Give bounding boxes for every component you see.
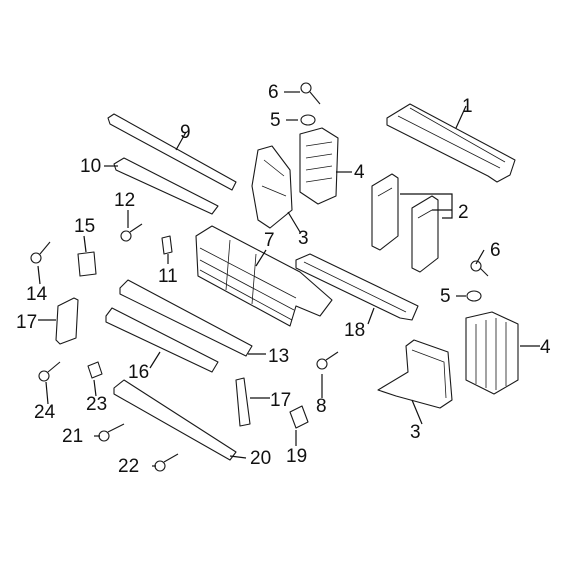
callout-1: 1 — [462, 96, 473, 117]
callout-4-upper: 4 — [354, 162, 365, 183]
part-left-deflector-upper — [251, 145, 293, 229]
callout-11: 11 — [158, 266, 178, 287]
part-lower-air-guide — [295, 253, 419, 321]
fastener-screws — [30, 82, 489, 472]
callout-4-lower: 4 — [540, 337, 551, 358]
part-right-deflector-lower — [377, 339, 453, 409]
callout-14: 14 — [26, 284, 48, 305]
callout-24: 24 — [34, 402, 56, 423]
callout-19: 19 — [286, 446, 307, 467]
callout-7: 7 — [264, 230, 275, 251]
callout-2: 2 — [458, 202, 469, 223]
part-lower-reinforcement — [119, 279, 253, 357]
callout-12: 12 — [114, 190, 135, 211]
callout-9: 9 — [180, 122, 191, 143]
callout-5-upper: 5 — [270, 110, 281, 131]
part-seal-strip — [113, 157, 219, 215]
part-shutter-lower — [465, 311, 519, 395]
callout-18: 18 — [344, 320, 365, 341]
callout-10: 10 — [80, 156, 101, 177]
callout-17-lower: 17 — [270, 390, 291, 411]
part-side-brackets — [371, 173, 439, 273]
part-lower-strip — [105, 307, 219, 373]
callout-labels: 1 2 3 3 4 4 5 5 6 6 7 8 9 10 11 12 13 14… — [16, 82, 551, 477]
callout-20: 20 — [250, 448, 271, 469]
part-upper-air-deflector — [386, 103, 516, 183]
part-small-clip — [161, 235, 173, 255]
part-shutter-upper — [299, 127, 339, 205]
callout-3-upper: 3 — [298, 228, 309, 249]
callout-8: 8 — [316, 396, 327, 417]
part-nut — [87, 361, 103, 379]
callout-6-lower: 6 — [490, 240, 501, 261]
callout-13: 13 — [268, 346, 289, 367]
callout-21: 21 — [62, 426, 83, 447]
part-bottom-shield — [113, 379, 237, 461]
part-upper-trim-strip — [107, 113, 237, 191]
callout-5-lower: 5 — [440, 286, 451, 307]
callout-15: 15 — [74, 216, 95, 237]
callout-23: 23 — [86, 394, 107, 415]
part-side-seal-left — [55, 297, 79, 345]
part-side-seal-lower — [235, 377, 251, 427]
callout-17-left: 17 — [16, 312, 37, 333]
part-grille-shutter — [195, 225, 333, 327]
part-connector — [289, 405, 309, 429]
leader-lines — [37, 91, 540, 467]
callout-3-lower: 3 — [410, 422, 421, 443]
callout-22: 22 — [118, 456, 139, 477]
part-clip-plate — [77, 251, 97, 277]
callout-6-upper: 6 — [268, 82, 279, 103]
callout-16: 16 — [128, 362, 149, 383]
